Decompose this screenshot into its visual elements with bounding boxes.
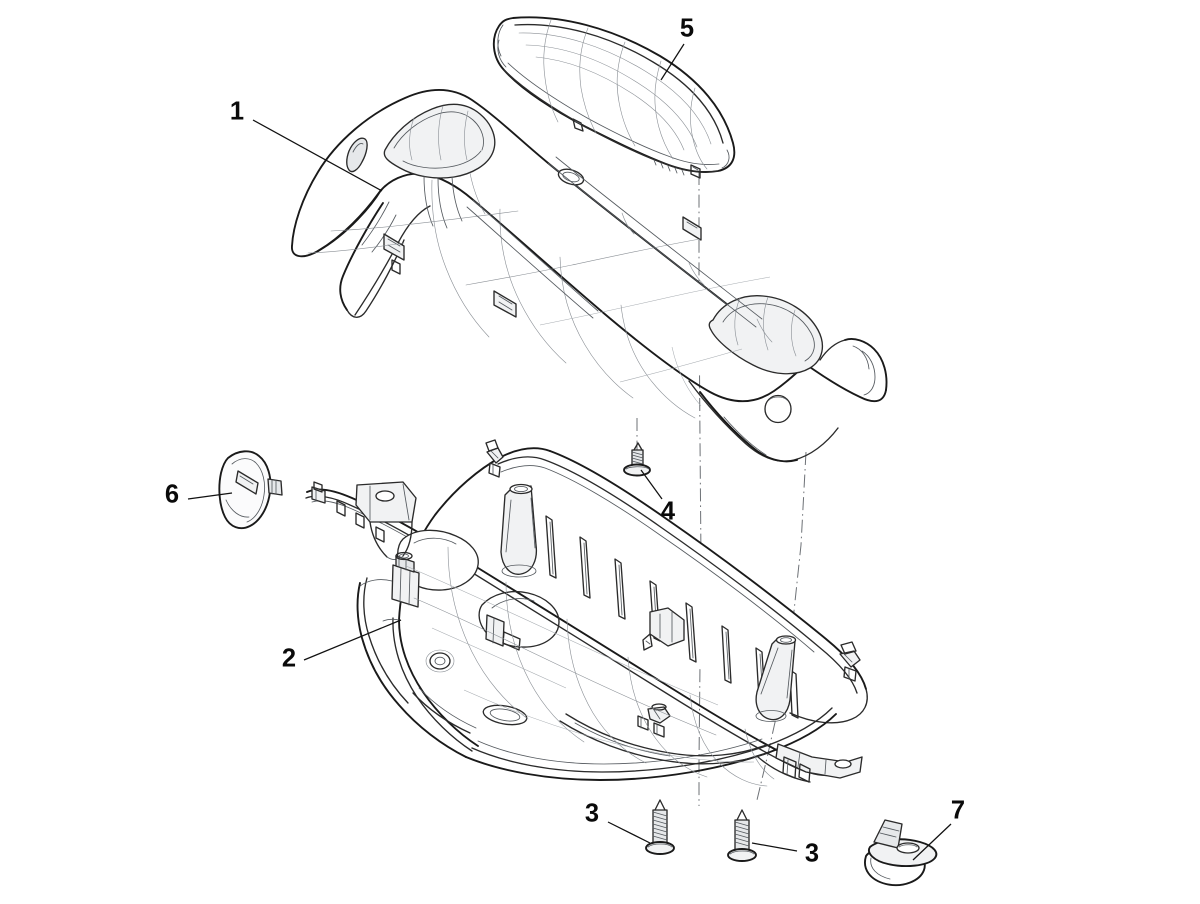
part-1-upper-handlebar-cover[interactable] [291, 88, 888, 463]
cover-clip-tab-far-right [682, 216, 702, 241]
trim-rim-serration [653, 159, 685, 176]
leader-line-2 [303, 619, 402, 661]
part-3-self-tapping-screw-long-left[interactable] [645, 799, 675, 855]
leader-line-7 [912, 823, 952, 861]
part-3-self-tapping-screw-long-right[interactable] [727, 809, 757, 862]
interior-surface-mesh [405, 546, 775, 787]
left-mount-bracket [355, 481, 417, 560]
cover-clip-tab-right [493, 290, 517, 318]
part-7-spring-nut-clip[interactable] [864, 819, 938, 886]
screw3-right-threads [734, 821, 750, 847]
callout-label-1[interactable]: 1 [230, 98, 244, 126]
leader-line-4 [640, 469, 663, 500]
callout-label-5[interactable]: 5 [680, 15, 694, 43]
leader-line-5 [660, 43, 685, 81]
screw4-threads [631, 451, 644, 465]
switch-housing [391, 551, 420, 608]
centre-rail-fastener [637, 703, 671, 738]
part-6-side-cover-plug[interactable] [218, 450, 283, 530]
centerline-trim-to-screw3-left [698, 172, 702, 806]
callout-label-3b[interactable]: 3 [805, 840, 819, 868]
cover-clip-tab-left [383, 233, 405, 275]
bottom-right-latch [757, 743, 863, 783]
leader-line-3a [607, 821, 651, 844]
callout-label-2[interactable]: 2 [282, 645, 296, 673]
callout-labels: 1 2 3 3 4 5 6 7 [165, 15, 965, 868]
centre-bracket [642, 607, 685, 651]
rim-clips [485, 439, 861, 682]
left-edge-clips [311, 481, 385, 543]
leader-line-1 [252, 119, 383, 192]
leader-line-3b [751, 842, 798, 852]
lower-crossbar [559, 713, 771, 765]
callout-label-7[interactable]: 7 [951, 797, 965, 825]
callout-label-6[interactable]: 6 [165, 481, 179, 509]
part-5-instrument-panel-trim[interactable] [492, 16, 736, 179]
screw3-left-threads [652, 811, 668, 841]
callout-label-3a[interactable]: 3 [585, 800, 599, 828]
leader-lines [187, 43, 952, 861]
screw-tower-left [500, 483, 538, 578]
callout-label-4[interactable]: 4 [661, 498, 676, 526]
part-2-lower-handlebar-cover[interactable] [305, 439, 868, 787]
leader-line-6 [187, 492, 233, 500]
screw-tower-right [755, 635, 797, 722]
